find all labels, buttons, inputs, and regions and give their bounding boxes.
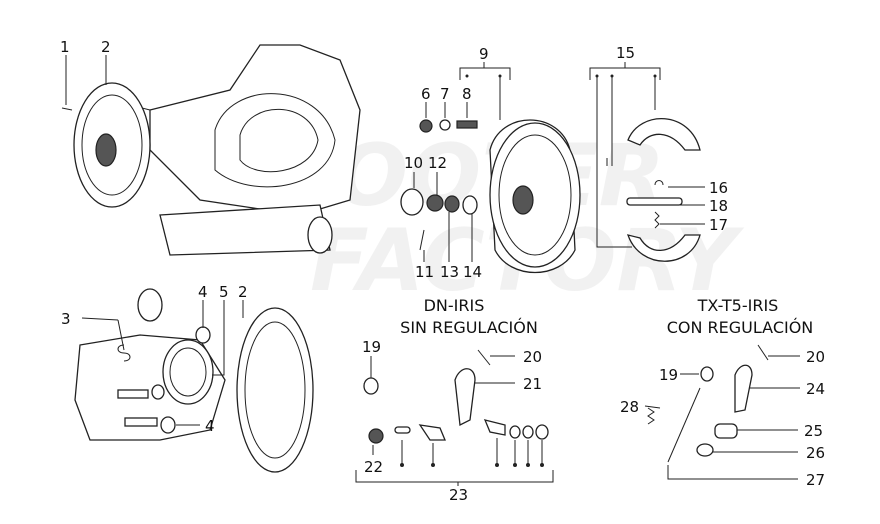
callout-13: 13 [440,263,459,281]
callout-2: 2 [101,38,111,56]
tx-iris-title: TX-T5-IRIS [697,296,779,315]
brake-backplate-top [61,82,151,208]
callout-12: 12 [428,154,447,172]
callout-17: 17 [709,216,728,234]
callout-21: 21 [523,375,542,393]
callout-10: 10 [404,154,423,172]
callout-20-dn: 20 [523,348,542,366]
callout-3: 3 [61,310,71,328]
callout-5: 5 [219,283,229,301]
callout-8: 8 [462,85,472,103]
callout-labels: 1 2 6 7 8 9 15 10 12 16 18 17 11 13 14 3… [60,38,825,504]
hub-nuts-washers [400,188,478,251]
dn-iris-parts [355,349,554,486]
callout-22: 22 [364,458,383,476]
brake-drum [489,119,581,273]
callout-4-lower: 4 [205,417,215,435]
callout-11: 11 [415,263,434,281]
callout-14: 14 [463,263,482,281]
callout-bracket-15 [589,62,661,248]
callout-16: 16 [709,179,728,197]
callout-20-tx: 20 [806,348,825,366]
dn-iris-subtitle: SIN REGULACIÓN [400,318,538,337]
callout-bracket-9 [459,62,511,120]
tx-iris-subtitle: CON REGULACIÓN [667,318,814,337]
callout-9: 9 [479,45,489,63]
callout-7: 7 [440,85,450,103]
callout-4: 4 [198,283,208,301]
callout-26: 26 [806,444,825,462]
nut-washer-screw [419,119,478,133]
brake-shoes [606,118,701,262]
callout-24: 24 [806,380,825,398]
callout-18: 18 [709,197,728,215]
callout-2-lower: 2 [238,283,248,301]
callout-19-dn: 19 [362,338,381,356]
callout-28: 28 [620,398,639,416]
callout-15: 15 [616,44,635,62]
callout-27: 27 [806,471,825,489]
brake-cam-assembly [74,288,314,473]
callout-25: 25 [804,422,823,440]
callout-6: 6 [421,85,431,103]
callout-1: 1 [60,38,70,56]
engine-case [109,44,361,256]
callout-19-tx: 19 [659,366,678,384]
callout-23: 23 [449,486,468,504]
dn-iris-title: DN-IRIS [424,296,485,315]
leader-lines-top [65,55,705,262]
tx-t5-iris-parts [644,344,800,480]
